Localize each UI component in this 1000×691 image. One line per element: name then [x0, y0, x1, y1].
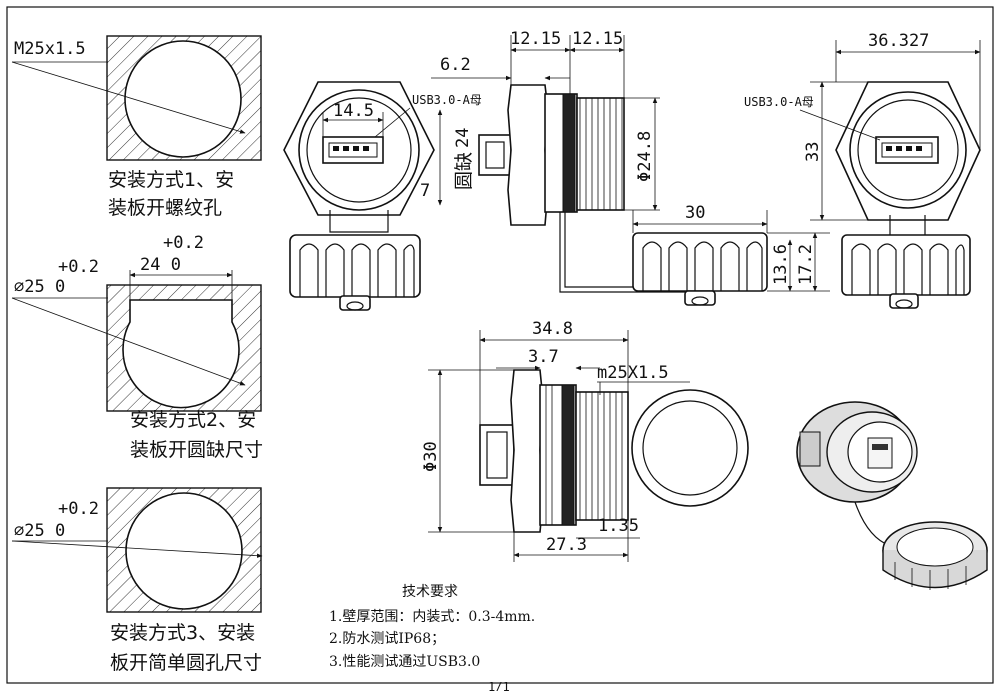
tech-item-1: 1.壁厚范围：内装式：0.3-4mm. [329, 608, 535, 625]
right-width-dim: 36.327 [868, 31, 929, 51]
lower-side-view: 34.8 3.7 m25X1.5 Φ30 27.3 1.35 [421, 319, 690, 562]
caption-1-line1: 安装方式1、安 [108, 169, 234, 191]
tech-title: 技术要求 [402, 584, 458, 600]
right-connector-label: USB3.0-A母 [744, 95, 814, 109]
tol-top-3: +0.2 [58, 499, 99, 519]
install-method-2: +0.2 24 0 +0.2 ⌀25 0 安装方式2、安 装板开圆缺尺寸 [11, 233, 263, 461]
thread-label-1: M25x1.5 [14, 39, 86, 59]
side-dim-b: 12.15 [572, 29, 623, 49]
right-front-view: 36.327 33 USB3.0-A母 [744, 31, 981, 309]
caption-2-line1: 安装方式2、安 [130, 409, 256, 431]
ring-end-view [631, 389, 749, 507]
cap-outer-height: 17.2 [796, 244, 816, 285]
leader-2 [11, 297, 246, 386]
lower-diameter: Φ30 [421, 441, 441, 472]
front-small-dim: 7 [420, 181, 430, 201]
lower-flange-dim: 3.7 [528, 347, 559, 367]
side-view: 12.15 12.15 6.2 Φ24.8 [431, 29, 685, 293]
front-cutout-label: 圆缺 [453, 152, 475, 190]
connector-3d-illustration [796, 401, 988, 590]
side-dim-c: 6.2 [440, 55, 471, 75]
install-method-1: M25x1.5 安装方式1、安 装板开螺纹孔 [11, 35, 262, 219]
leader-3 [11, 540, 263, 558]
cap-side-view: 30 13.6 17.2 [632, 203, 830, 306]
diameter-label-3: ⌀25 0 [14, 521, 65, 541]
front-width-dim: 14.5 [333, 101, 374, 121]
caption-3-line2: 板开简单圆孔尺寸 [110, 652, 262, 674]
side-thread-dia: Φ24.8 [635, 131, 655, 182]
diameter-label-2: ⌀25 0 [14, 277, 65, 297]
front-connector-label: USB3.0-A母 [412, 93, 482, 107]
leader-1 [11, 61, 246, 134]
tech-requirements: 技术要求 1.壁厚范围：内装式：0.3-4mm. 2.防水测试IP68； 3.性… [329, 584, 535, 670]
lower-thread [575, 391, 629, 521]
caption-2-line2: 装板开圆缺尺寸 [130, 439, 263, 461]
side-flange [507, 84, 549, 226]
cap-inner-height: 13.6 [771, 244, 791, 285]
tol-top-2: +0.2 [163, 233, 204, 253]
tech-item-3: 3.性能测试通过USB3.0 [329, 654, 480, 670]
caption-3-line1: 安装方式3、安装 [110, 622, 255, 644]
lower-small-gap: 1.35 [598, 516, 639, 536]
lower-overall-length: 34.8 [532, 319, 573, 339]
side-usb-stub [478, 134, 512, 176]
front-view: 14.5 USB3.0-A母 圆缺 24 7 [283, 81, 482, 311]
front-height-dim: 24 [453, 128, 473, 148]
flat-value-2: 24 0 [140, 255, 181, 275]
nut-ring-outer [631, 389, 749, 507]
nut-ring-inner [642, 400, 738, 496]
thread-hole-1 [124, 40, 242, 158]
right-height-dim: 33 [803, 142, 823, 162]
tech-item-2: 2.防水测试IP68； [329, 631, 445, 647]
drawing-frame [6, 6, 994, 684]
lower-thread-length: 27.3 [546, 535, 587, 555]
install-method-3: +0.2 ⌀25 0 安装方式3、安装 板开简单圆孔尺寸 [11, 487, 263, 674]
side-thread [576, 97, 625, 211]
lower-thread-label: m25X1.5 [597, 363, 669, 383]
side-dim-a: 12.15 [510, 29, 561, 49]
caption-1-line2: 装板开螺纹孔 [108, 197, 222, 219]
page-number: 1/1 [488, 680, 510, 691]
tol-left-2: +0.2 [58, 257, 99, 277]
lower-flange [510, 369, 544, 533]
d-cut-hole [122, 299, 240, 409]
cap-length-dim: 30 [685, 203, 705, 223]
